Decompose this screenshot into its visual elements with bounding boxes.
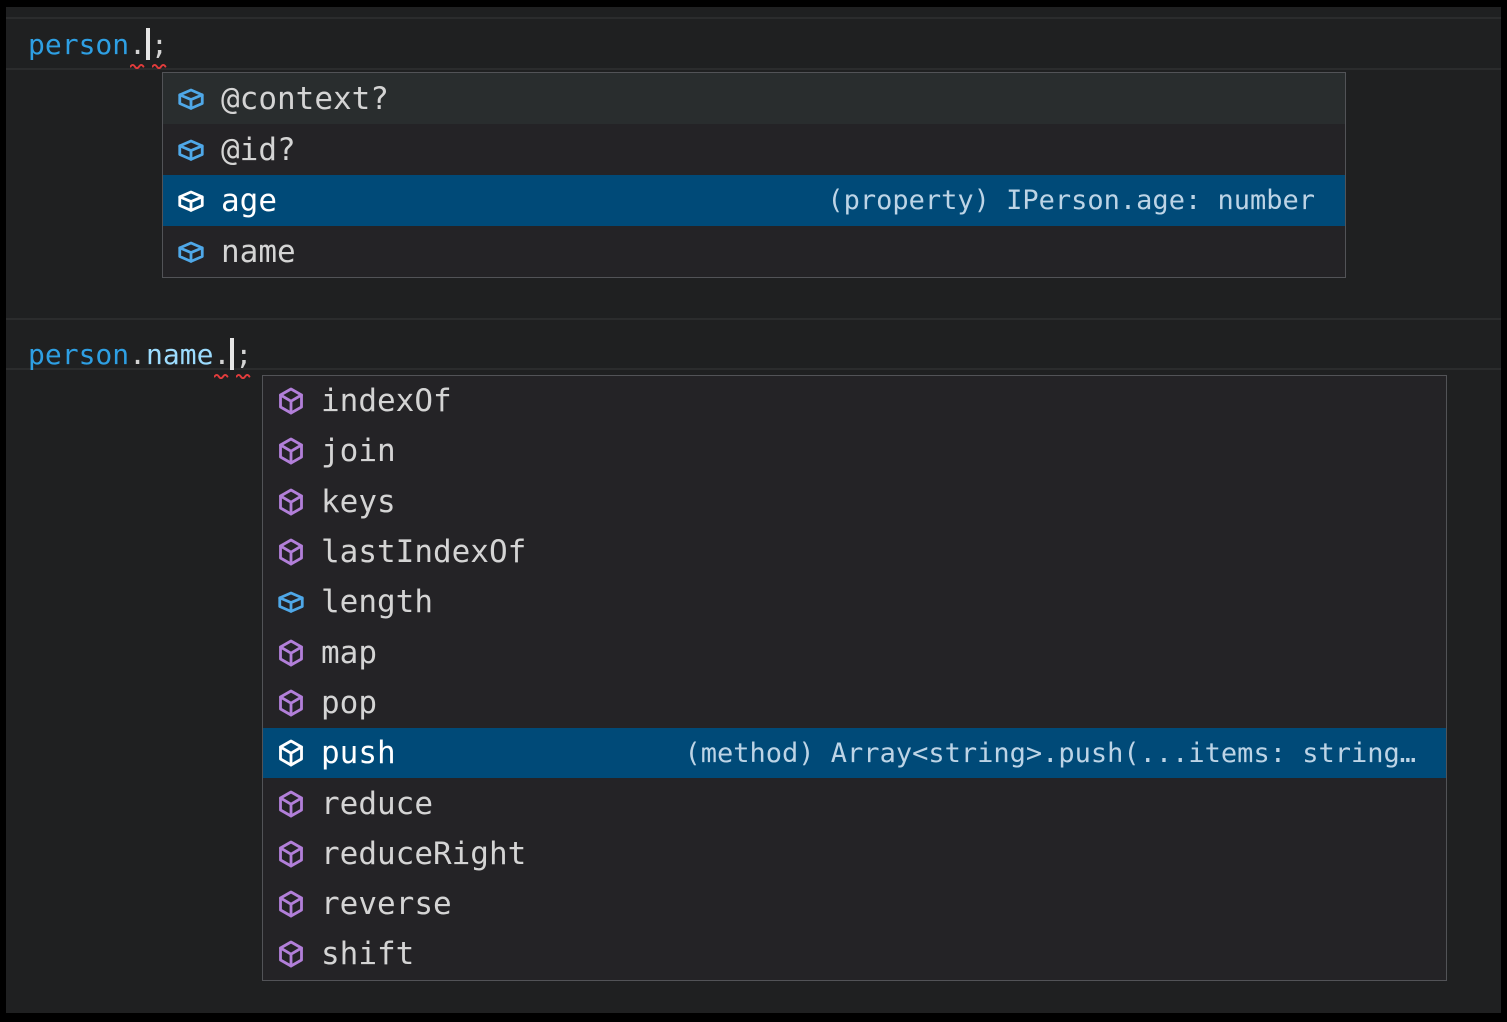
suggestion-label: reverse bbox=[321, 886, 452, 923]
suggestion-detail: (property) IPerson.age: number bbox=[827, 185, 1315, 216]
code-line-2[interactable]: person.name. ; bbox=[28, 337, 252, 379]
variable-token: person bbox=[28, 28, 130, 61]
suggest-widget-string-methods: indexOf join keys lastIndexOf length map bbox=[262, 375, 1447, 981]
suggestion-label: lastIndexOf bbox=[321, 534, 527, 571]
code-line-1[interactable]: person. ; bbox=[28, 27, 168, 69]
symbol-field-icon bbox=[175, 83, 207, 115]
suggestion-label: pop bbox=[321, 684, 377, 721]
suggestion-item[interactable]: lastIndexOf bbox=[263, 527, 1446, 577]
symbol-method-icon bbox=[275, 737, 307, 769]
error-squiggle: . bbox=[129, 27, 146, 69]
suggestion-item[interactable]: age (property) IPerson.age: number bbox=[163, 175, 1345, 226]
symbol-method-icon bbox=[275, 687, 307, 719]
code-editor[interactable]: person. ; @context? @id? age (property) … bbox=[6, 7, 1501, 1013]
suggestion-label: reduceRight bbox=[321, 835, 527, 872]
suggestion-item[interactable]: reduce bbox=[263, 778, 1446, 828]
suggestion-item[interactable]: join bbox=[263, 426, 1446, 476]
suggestion-label: map bbox=[321, 634, 377, 671]
suggestion-item[interactable]: pop bbox=[263, 678, 1446, 728]
current-line-border bbox=[6, 318, 1501, 320]
error-squiggle: ; bbox=[235, 337, 252, 379]
suggestion-item[interactable]: name bbox=[163, 226, 1345, 277]
suggestion-label: shift bbox=[321, 936, 415, 973]
symbol-method-icon bbox=[275, 788, 307, 820]
suggestion-label: indexOf bbox=[321, 383, 452, 420]
suggestion-label: @id? bbox=[221, 131, 296, 168]
symbol-field-icon bbox=[175, 236, 207, 268]
suggestion-item[interactable]: @context? bbox=[163, 73, 1345, 124]
error-squiggle: . bbox=[213, 337, 230, 379]
suggestion-label: join bbox=[321, 433, 396, 470]
current-line-border bbox=[6, 17, 1501, 19]
suggestion-item[interactable]: reduceRight bbox=[263, 829, 1446, 879]
suggestion-label: length bbox=[321, 584, 433, 621]
current-line-border bbox=[6, 68, 1501, 70]
symbol-method-icon bbox=[275, 888, 307, 920]
suggestion-item[interactable]: length bbox=[263, 577, 1446, 627]
symbol-method-icon bbox=[275, 385, 307, 417]
symbol-field-icon bbox=[175, 134, 207, 166]
suggestion-item[interactable]: @id? bbox=[163, 124, 1345, 175]
symbol-method-icon bbox=[275, 536, 307, 568]
suggestion-item[interactable]: reverse bbox=[263, 879, 1446, 929]
suggestion-item[interactable]: keys bbox=[263, 477, 1446, 527]
symbol-field-icon bbox=[175, 185, 207, 217]
current-line-border bbox=[6, 368, 1501, 370]
suggest-widget-properties: @context? @id? age (property) IPerson.ag… bbox=[162, 72, 1346, 278]
suggestion-label: age bbox=[221, 182, 277, 219]
suggestion-label: keys bbox=[321, 483, 396, 520]
property-token: name bbox=[146, 338, 214, 371]
variable-token: person bbox=[28, 338, 130, 371]
suggestion-detail: (method) Array<string>.push(...items: st… bbox=[684, 737, 1417, 769]
dot-token: . bbox=[129, 338, 147, 371]
text-cursor bbox=[230, 338, 235, 370]
suggestion-label: reduce bbox=[321, 785, 433, 822]
suggestion-label: push bbox=[321, 735, 396, 772]
symbol-method-icon bbox=[275, 938, 307, 970]
suggestion-item[interactable]: shift bbox=[263, 929, 1446, 979]
suggestion-label: name bbox=[221, 233, 296, 270]
suggestion-item[interactable]: indexOf bbox=[263, 376, 1446, 426]
text-cursor bbox=[146, 28, 151, 60]
symbol-method-icon bbox=[275, 486, 307, 518]
suggestion-item[interactable]: push (method) Array<string>.push(...item… bbox=[263, 728, 1446, 779]
error-squiggle: ; bbox=[151, 27, 168, 69]
symbol-method-icon bbox=[275, 838, 307, 870]
symbol-method-icon bbox=[275, 435, 307, 467]
suggestion-label: @context? bbox=[221, 80, 389, 117]
symbol-method-icon bbox=[275, 637, 307, 669]
suggestion-item[interactable]: map bbox=[263, 627, 1446, 677]
symbol-field-icon bbox=[275, 586, 307, 618]
